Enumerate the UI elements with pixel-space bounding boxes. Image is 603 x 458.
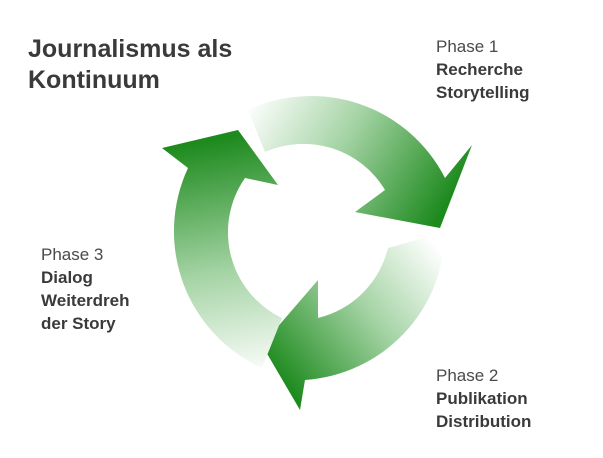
phase-3-line-1: Dialog bbox=[41, 268, 93, 287]
diagram-title: Journalismus als Kontinuum bbox=[28, 34, 232, 96]
phase-2-label: Phase 2 bbox=[436, 366, 499, 385]
phase-3-line-3: der Story bbox=[41, 314, 116, 333]
phase-2-block: Phase 2 Publikation Distribution bbox=[436, 364, 531, 433]
phase-3-label: Phase 3 bbox=[41, 245, 104, 264]
arrow-phase-2 bbox=[262, 232, 445, 410]
phase-1-line-1: Recherche bbox=[436, 60, 523, 79]
phase-1-line-2: Storytelling bbox=[436, 83, 530, 102]
phase-1-block: Phase 1 Recherche Storytelling bbox=[436, 35, 530, 104]
phase-2-line-2: Distribution bbox=[436, 412, 532, 431]
title-line-1: Journalismus als bbox=[28, 35, 233, 63]
phase-2-line-1: Publikation bbox=[436, 389, 528, 408]
arrow-phase-1 bbox=[248, 95, 472, 228]
phase-1-label: Phase 1 bbox=[436, 37, 499, 56]
phase-3-line-2: Weiterdreh bbox=[41, 291, 130, 310]
arrow-phase-3 bbox=[162, 130, 282, 368]
title-line-2: Kontinuum bbox=[28, 66, 160, 94]
phase-3-block: Phase 3 Dialog Weiterdreh der Story bbox=[41, 243, 130, 335]
